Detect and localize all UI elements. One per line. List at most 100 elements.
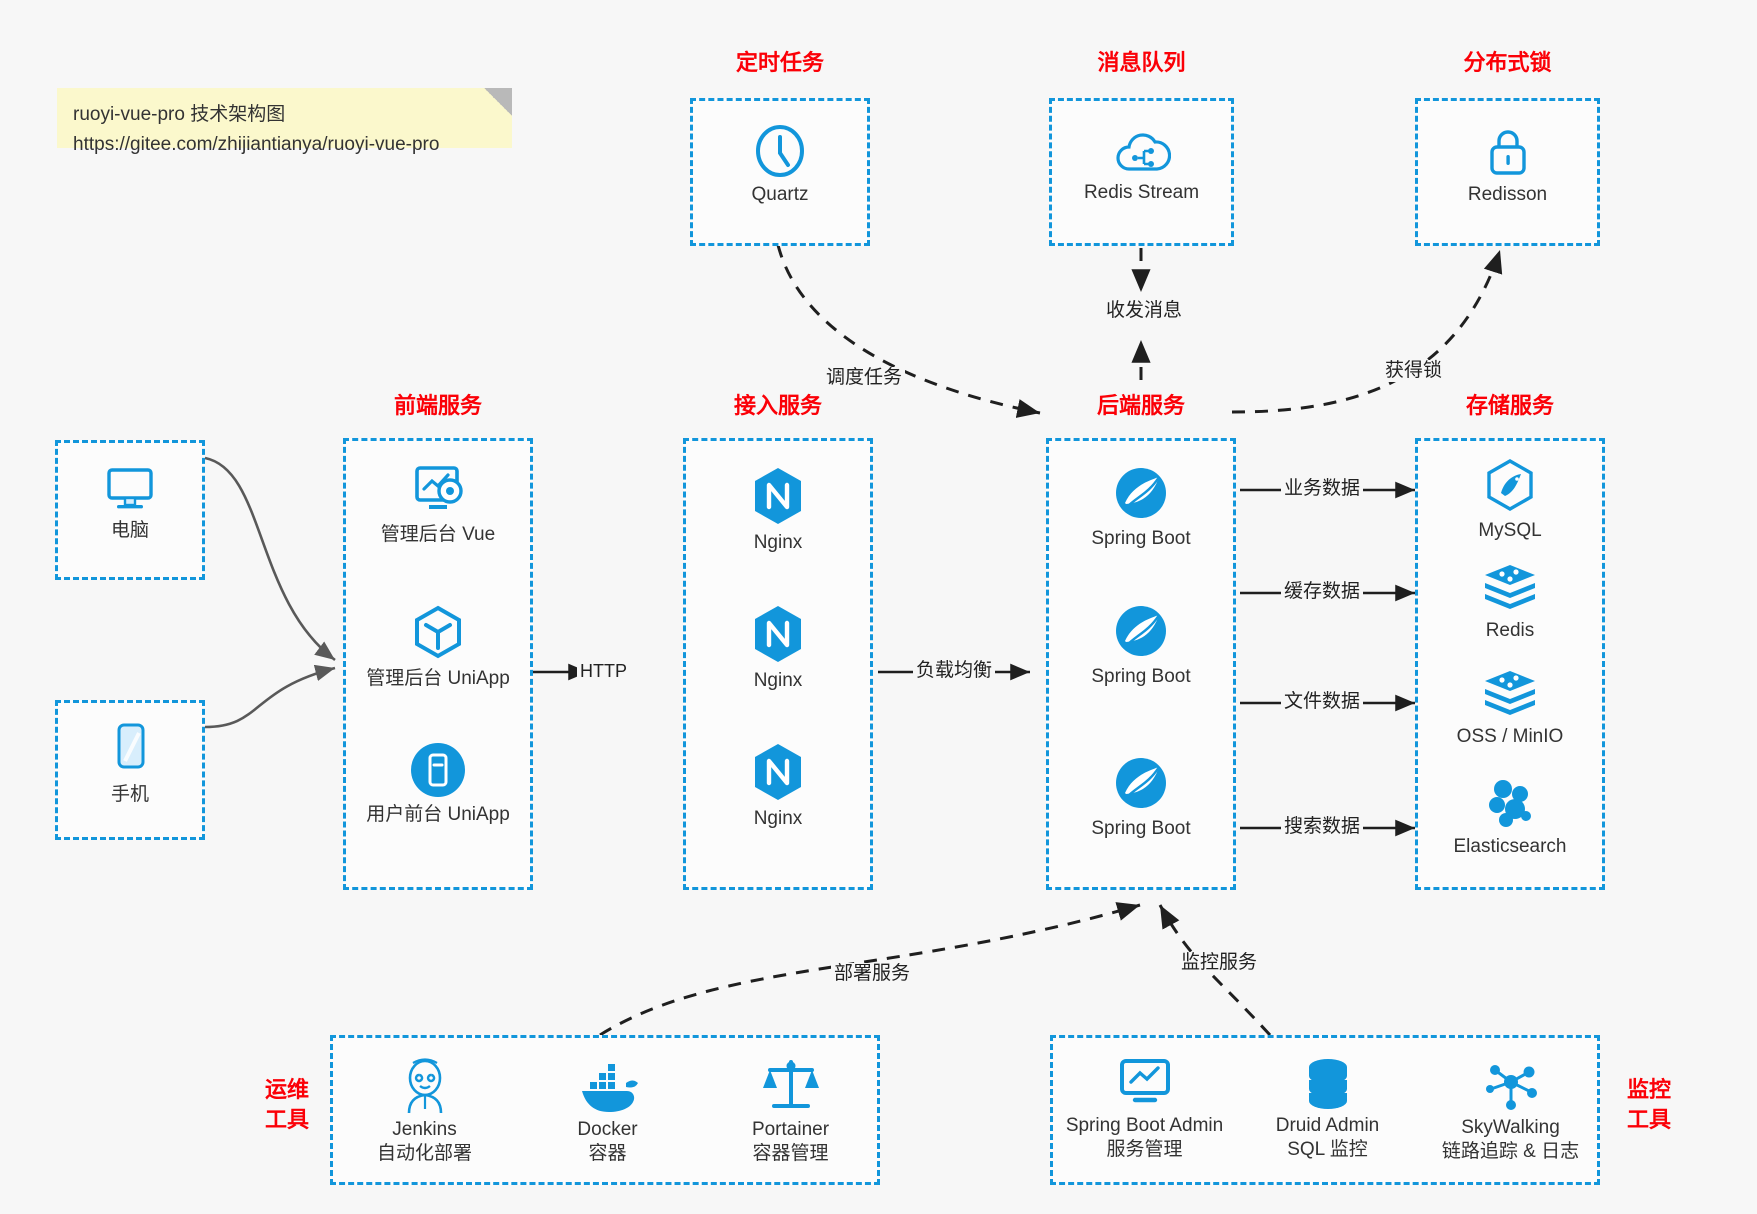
group-title-scheduled-task: 定时任务 <box>735 50 824 75</box>
node-label: Redis Stream <box>1083 182 1200 203</box>
cube-icon <box>415 605 461 659</box>
edge-label-load-balance: 负载均衡 <box>913 660 996 682</box>
node-admin-uniapp[interactable]: 管理后台 UniApp <box>346 603 530 691</box>
app-window-icon <box>411 743 465 797</box>
group-box-frontend: 管理后台 Vue 管理后台 UniApp 用户前台 UniApp <box>343 438 533 890</box>
node-label: Druid Admin <box>1275 1115 1380 1136</box>
node-label: Docker <box>577 1119 638 1140</box>
ops-title-line1: 运维 <box>264 1077 309 1102</box>
node-sublabel: 容器管理 <box>752 1143 829 1164</box>
dashboard-screen-icon <box>415 466 463 509</box>
node-nginx-1[interactable]: Nginx <box>686 465 870 555</box>
node-label: MySQL <box>1478 520 1542 541</box>
node-user-uniapp[interactable]: 用户前台 UniApp <box>346 741 530 827</box>
node-label: Redis <box>1485 620 1535 641</box>
node-label: Spring Boot <box>1091 818 1191 839</box>
node-label: 管理后台 Vue <box>380 524 496 545</box>
group-box-scheduled-task: Quartz <box>690 98 870 246</box>
group-box-distributed-lock: Redisson <box>1415 98 1600 246</box>
edge-label-http: HTTP <box>577 660 630 682</box>
group-box-computer: 电脑 <box>55 440 205 580</box>
node-sublabel: 容器 <box>588 1143 627 1164</box>
group-title-storage: 存储服务 <box>1465 393 1554 418</box>
node-label: Spring Boot <box>1091 666 1191 687</box>
edge-label-monitor-service: 监控服务 <box>1178 952 1261 974</box>
node-redisson[interactable]: Redisson <box>1418 125 1597 207</box>
note-fold-corner <box>484 88 512 116</box>
node-label: 电脑 <box>110 520 149 541</box>
lock-icon <box>1489 130 1526 175</box>
group-box-monitor-tools: Spring Boot Admin 服务管理 Druid Admin SQL 监… <box>1050 1035 1600 1185</box>
group-title-distributed-lock: 分布式锁 <box>1463 50 1552 75</box>
clock-icon <box>756 125 804 177</box>
mysql-dolphin-icon <box>1487 459 1533 511</box>
elasticsearch-icon <box>1489 780 1531 827</box>
node-elasticsearch[interactable]: Elasticsearch <box>1418 775 1602 859</box>
skywalking-node-icon <box>1485 1065 1537 1110</box>
monitor-chart-icon <box>1119 1059 1170 1103</box>
node-quartz[interactable]: Quartz <box>693 123 867 207</box>
node-label: Nginx <box>753 532 803 553</box>
note-url: https://gitee.com/zhijiantianya/ruoyi-vu… <box>73 134 440 155</box>
node-mysql[interactable]: MySQL <box>1418 457 1602 543</box>
node-label: 用户前台 UniApp <box>366 804 510 825</box>
spring-leaf-icon <box>1116 606 1166 656</box>
group-box-phone: 手机 <box>55 700 205 840</box>
edge-label-business-data: 业务数据 <box>1281 478 1364 500</box>
edge-label-acquire-lock: 获得锁 <box>1382 360 1446 382</box>
node-nginx-2[interactable]: Nginx <box>686 603 870 693</box>
group-title-backend: 后端服务 <box>1096 393 1185 418</box>
node-springboot-2[interactable]: Spring Boot <box>1049 601 1233 689</box>
node-jenkins[interactable]: Jenkins 自动化部署 <box>333 1056 516 1166</box>
monitor-title-line2: 工具 <box>1626 1107 1671 1132</box>
node-sublabel: 链路追踪 & 日志 <box>1441 1141 1580 1162</box>
edge-label-send-receive-message: 收发消息 <box>1103 300 1186 322</box>
node-sublabel: SQL 监控 <box>1287 1139 1368 1160</box>
nginx-icon <box>755 468 801 524</box>
group-box-storage: MySQL Redis OSS / MinIO <box>1415 438 1605 890</box>
spring-leaf-icon <box>1116 468 1166 518</box>
group-box-gateway: Nginx Nginx Nginx <box>683 438 873 890</box>
node-redis[interactable]: Redis <box>1418 561 1602 643</box>
node-label: 管理后台 UniApp <box>366 668 510 689</box>
node-skywalking[interactable]: SkyWalking 链路追踪 & 日志 <box>1419 1056 1602 1164</box>
architecture-note: ruoyi-vue-pro 技术架构图 https://gitee.com/zh… <box>57 88 512 155</box>
node-springboot-admin[interactable]: Spring Boot Admin 服务管理 <box>1053 1056 1236 1162</box>
nginx-icon <box>755 744 801 800</box>
node-springboot-3[interactable]: Spring Boot <box>1049 753 1233 841</box>
edge-label-search-data: 搜索数据 <box>1281 816 1364 838</box>
database-icon <box>1308 1059 1347 1109</box>
group-title-message-queue: 消息队列 <box>1097 50 1186 75</box>
node-admin-vue[interactable]: 管理后台 Vue <box>346 463 530 547</box>
node-druid-admin[interactable]: Druid Admin SQL 监控 <box>1236 1056 1419 1162</box>
node-label: Jenkins <box>392 1119 457 1140</box>
desktop-monitor-icon <box>107 468 153 509</box>
node-label: Redisson <box>1467 184 1548 205</box>
group-title-ops-tools: 运维 工具 <box>258 1075 316 1135</box>
redis-stack-icon <box>1485 565 1535 609</box>
node-sublabel: 自动化部署 <box>376 1143 472 1164</box>
node-nginx-3[interactable]: Nginx <box>686 741 870 831</box>
node-phone[interactable]: 手机 <box>58 721 202 807</box>
node-label: Spring Boot <box>1091 528 1191 549</box>
edge-label-schedule-task: 调度任务 <box>823 367 906 389</box>
node-redis-stream[interactable]: Redis Stream <box>1052 127 1231 205</box>
edge-label-deploy-service: 部署服务 <box>831 963 914 985</box>
group-box-message-queue: Redis Stream <box>1049 98 1234 246</box>
node-label: Quartz <box>751 184 809 205</box>
node-label: Spring Boot Admin <box>1065 1115 1224 1136</box>
node-docker[interactable]: Docker 容器 <box>516 1056 699 1166</box>
mobile-phone-icon <box>117 723 145 769</box>
node-oss-minio[interactable]: OSS / MinIO <box>1418 667 1602 749</box>
node-label: SkyWalking <box>1461 1117 1560 1138</box>
node-label: Nginx <box>753 670 803 691</box>
group-title-monitor-tools: 监控 工具 <box>1620 1075 1678 1135</box>
node-label: OSS / MinIO <box>1456 726 1564 747</box>
edge-label-cache-data: 缓存数据 <box>1281 581 1364 603</box>
redis-stack-icon <box>1485 671 1535 715</box>
group-title-frontend: 前端服务 <box>393 393 482 418</box>
node-springboot-1[interactable]: Spring Boot <box>1049 463 1233 551</box>
node-label: 手机 <box>110 784 149 805</box>
node-computer[interactable]: 电脑 <box>58 463 202 543</box>
node-portainer[interactable]: Portainer 容器管理 <box>699 1056 882 1166</box>
